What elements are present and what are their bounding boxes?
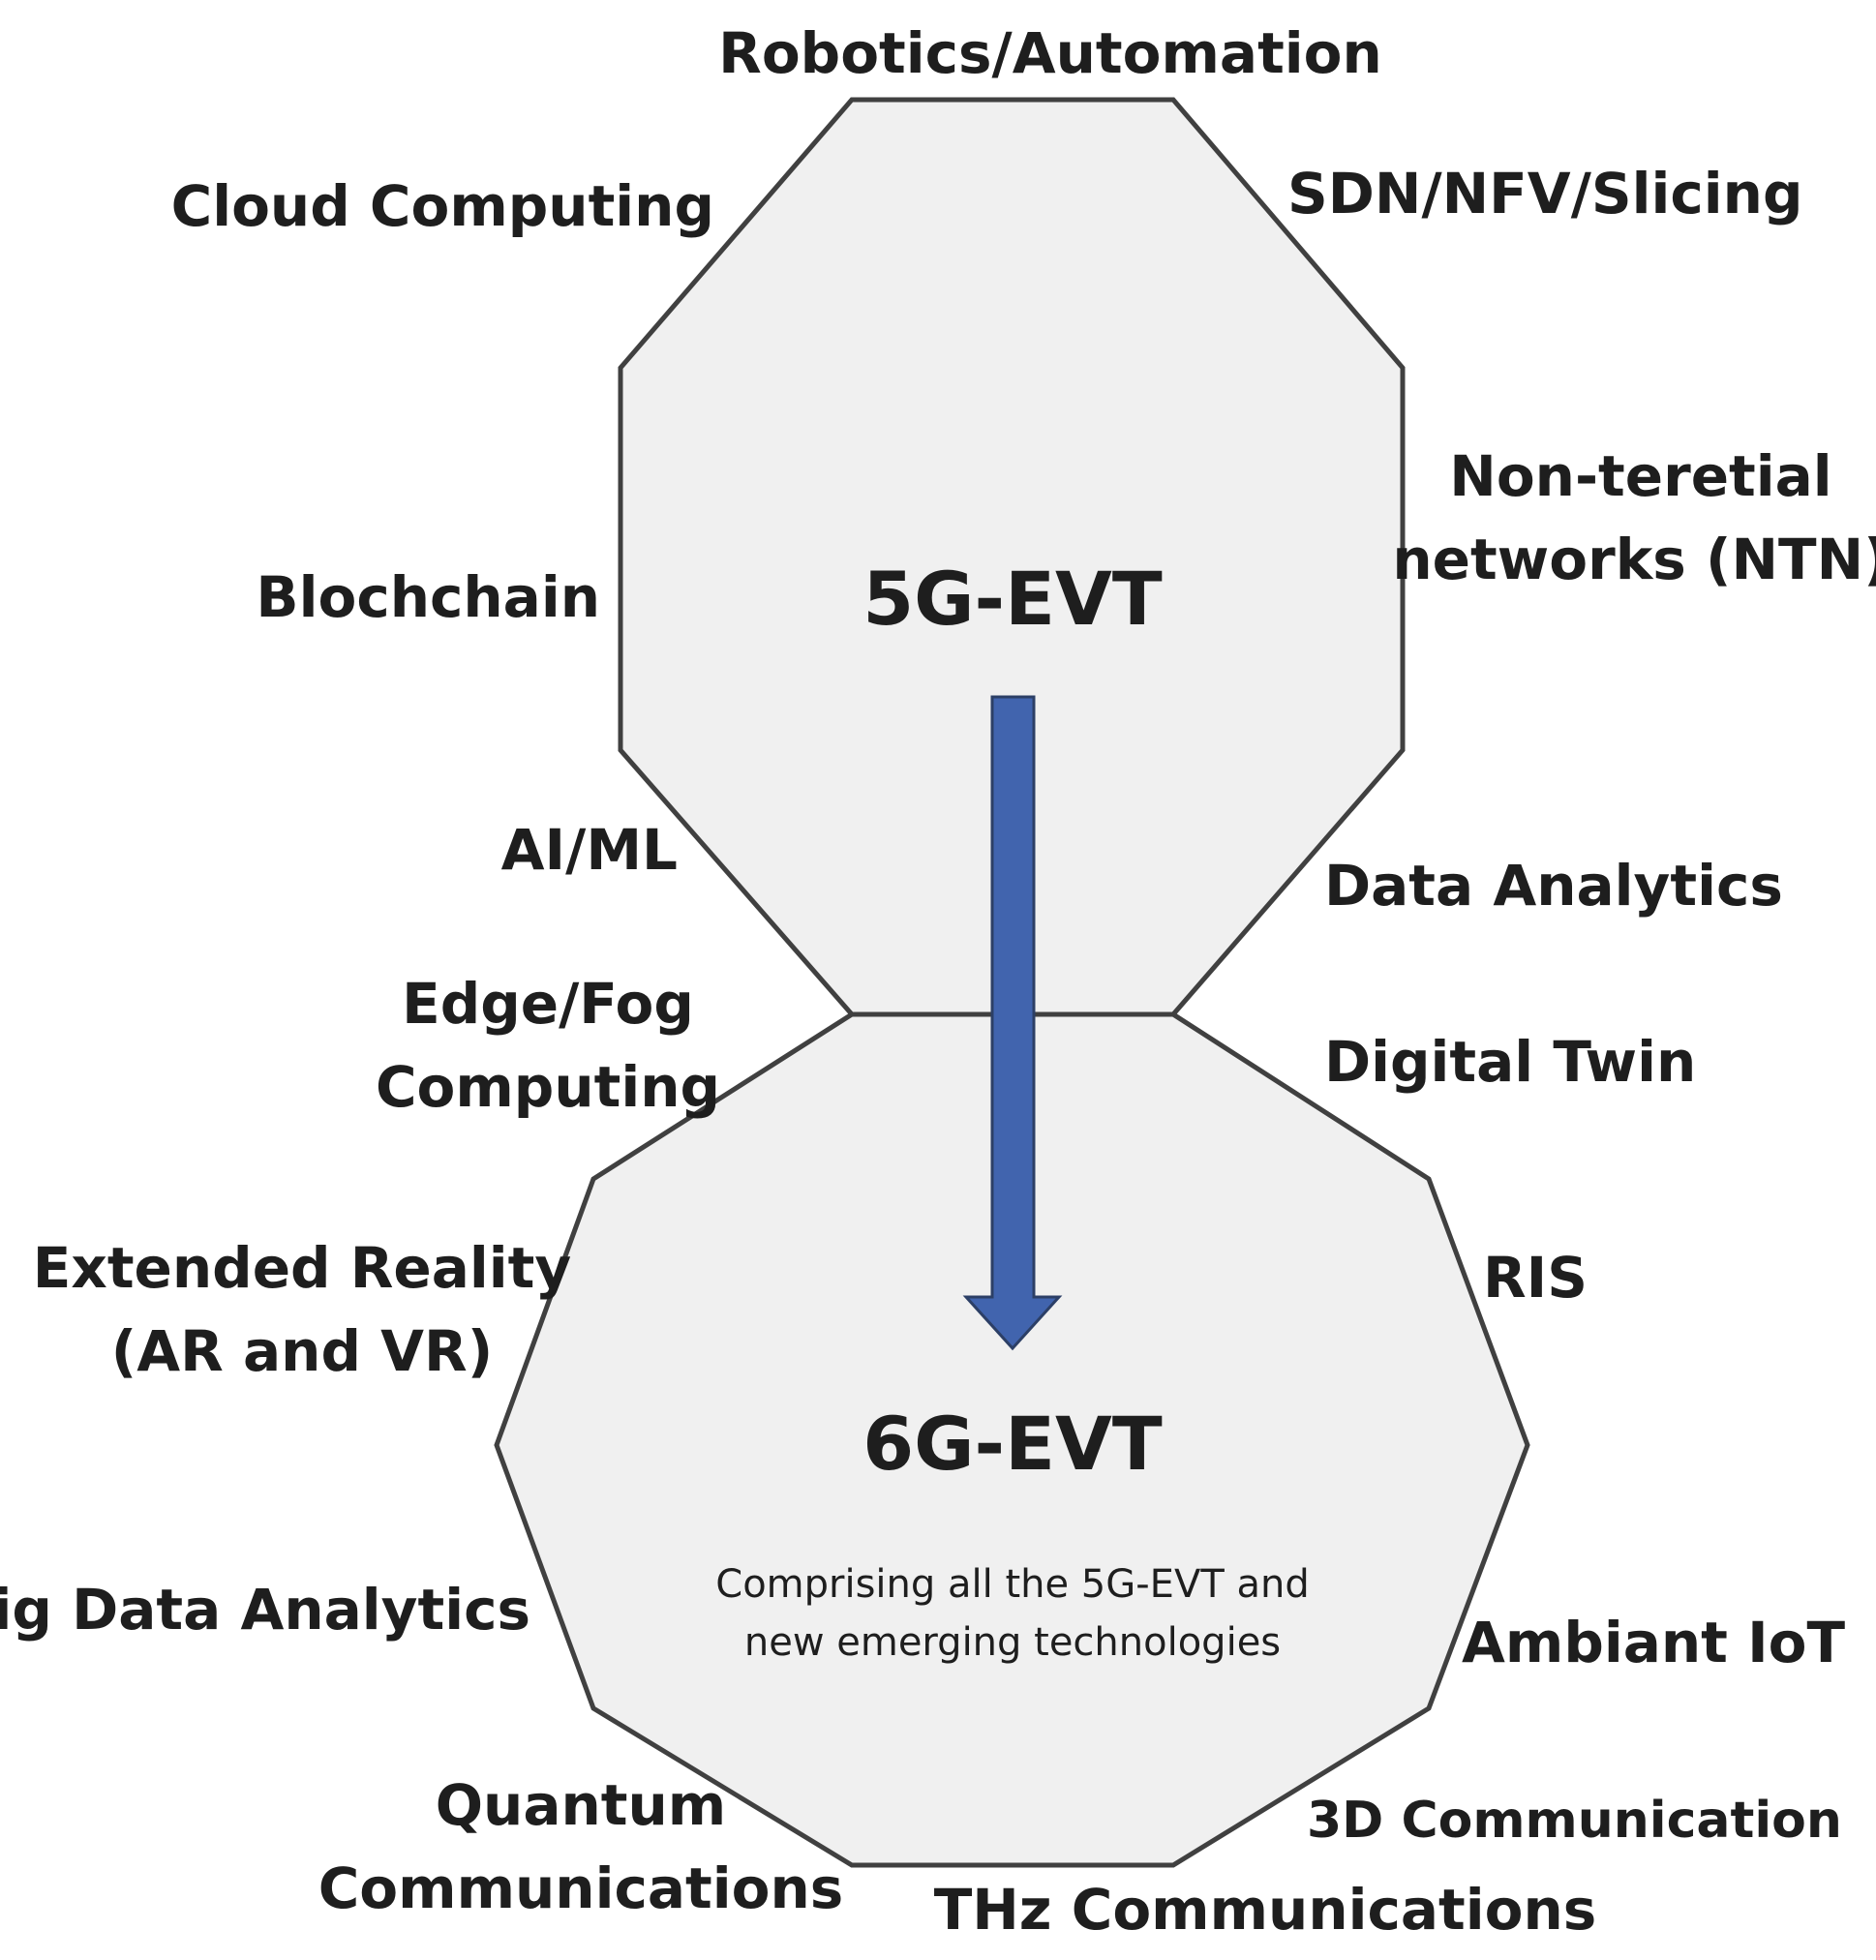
label-ris: RIS [1483, 1245, 1588, 1311]
label-data-analytics: Data Analytics [1324, 853, 1783, 919]
label-sdn-nfv-slicing: SDN/NFV/Slicing [1287, 161, 1802, 226]
6g-decagon [494, 1011, 1530, 1868]
label-quantum-line-1: Quantum [436, 1772, 726, 1838]
6g-caption-line-1: Comprising all the 5G-EVT and [715, 1562, 1309, 1607]
label-thz-communications: THz Communications [934, 1877, 1597, 1943]
label-extended-reality-line-2: (AR and VR) [111, 1318, 493, 1384]
label-cloud-computing: Cloud Computing [171, 173, 714, 239]
6g-evt-title: 6G-EVT [862, 1401, 1163, 1487]
label-robotics-automation: Robotics/Automation [718, 20, 1382, 86]
label-big-data-analytics: Big Data Analytics [0, 1577, 530, 1643]
label-digital-twin: Digital Twin [1324, 1029, 1696, 1095]
transition-arrow [962, 695, 1063, 1351]
label-quantum-line-2: Communications [318, 1855, 844, 1921]
label-non-teretial-line-1: Non-teretial [1449, 443, 1831, 509]
5g-evt-title: 5G-EVT [862, 556, 1163, 642]
label-ambiant-iot: Ambiant IoT [1462, 1610, 1845, 1675]
label-ai-ml: AI/ML [501, 817, 678, 883]
label-extended-reality-line-1: Extended Reality [33, 1235, 571, 1301]
label-edge-fog-line-1: Edge/Fog [402, 971, 694, 1037]
label-edge-fog-line-2: Computing [376, 1054, 720, 1120]
label-3d-communication: 3D Communication [1307, 1792, 1842, 1850]
label-blochchain: Blochchain [256, 564, 600, 630]
label-non-teretial-line-2: networks (NTN) [1392, 527, 1876, 592]
6g-caption-line-2: new emerging technologies [744, 1620, 1281, 1665]
